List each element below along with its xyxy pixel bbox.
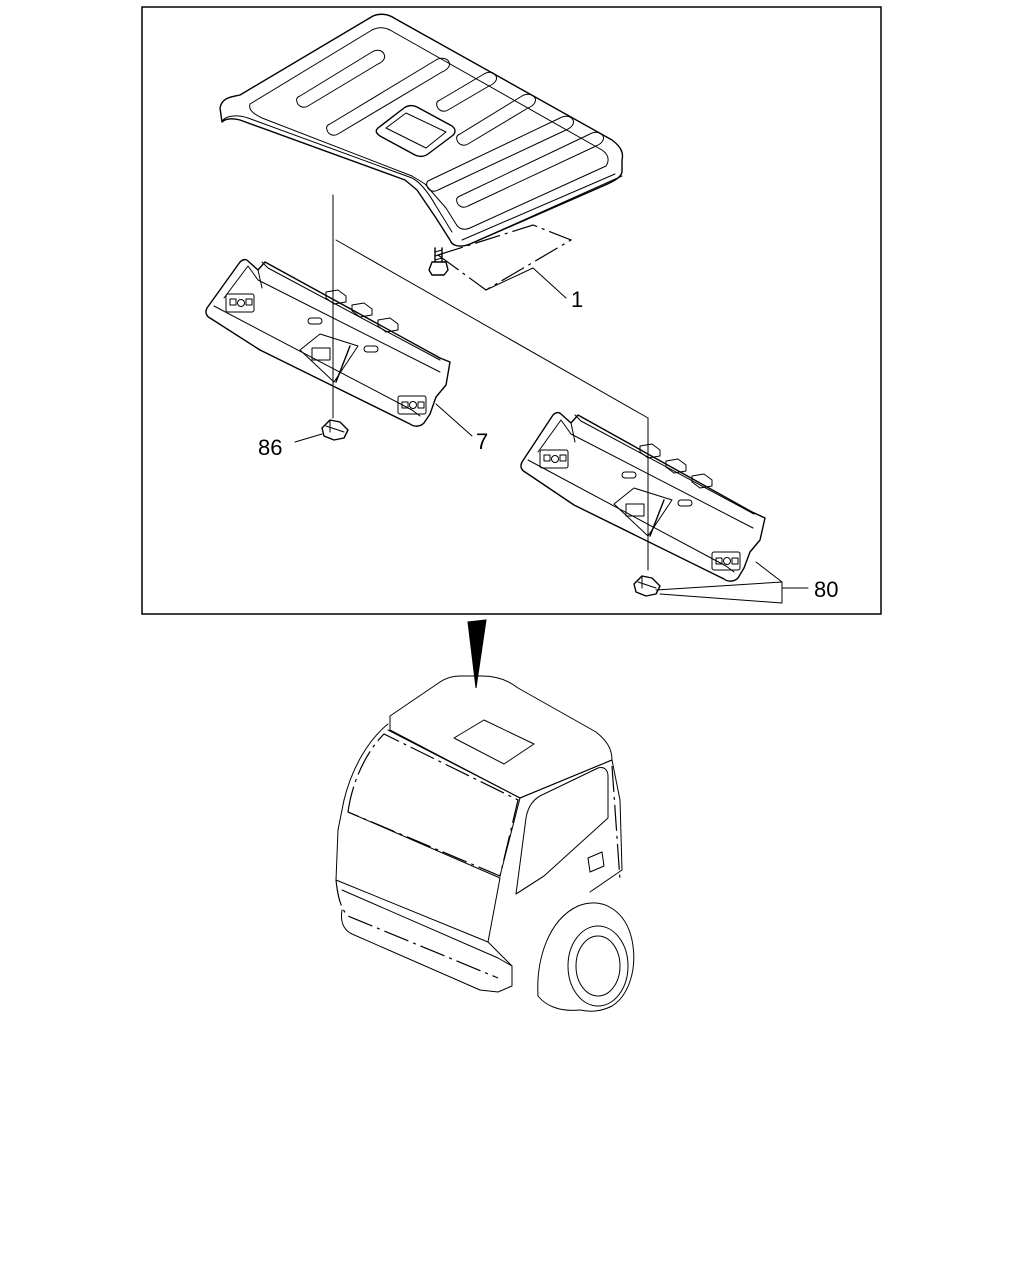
front-header-trim-panel-alt	[520, 411, 766, 582]
front-header-trim-panel	[205, 258, 451, 427]
callout-leader-86	[294, 433, 323, 443]
bolt	[428, 247, 449, 276]
label-patch	[436, 224, 573, 291]
truck-cab-illustration	[335, 675, 635, 1012]
callout-label-86: 86	[258, 435, 282, 460]
callout-leader-7	[435, 403, 473, 437]
detail-frame	[141, 6, 882, 615]
roof-headlining-panel	[219, 13, 624, 247]
callout-label-1: 1	[571, 287, 583, 312]
leader-line-diagonal	[335, 239, 649, 419]
callout-leader-1	[485, 267, 567, 299]
callout-leader-80	[655, 561, 809, 604]
location-pointer-arrow	[467, 619, 487, 689]
callout-label-7: 7	[476, 429, 488, 454]
callout-label-80: 80	[814, 577, 838, 602]
clip-86	[321, 419, 349, 441]
clip-80	[633, 575, 661, 597]
